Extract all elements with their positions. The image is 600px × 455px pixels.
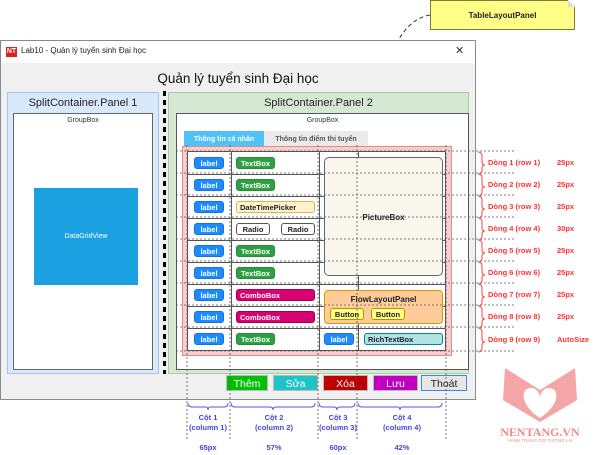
logo-name: NENTANG.VN — [500, 425, 580, 439]
textbox-row-9[interactable]: TextBox — [236, 333, 275, 345]
close-icon[interactable]: ✕ — [455, 45, 465, 57]
label-row-4: label — [194, 223, 224, 235]
column-size: 42% — [394, 443, 410, 452]
label-row-8: label — [194, 311, 224, 323]
flow-button-1[interactable]: Button — [330, 308, 364, 320]
flow-layout-panel: FlowLayoutPanel Button Button — [324, 290, 443, 324]
row-label: Dòng 8 (row 8) — [488, 312, 541, 321]
row-divider — [188, 262, 445, 263]
splitter-handle[interactable] — [163, 91, 166, 374]
row-label: Dòng 6 (row 6) — [488, 268, 541, 277]
column-sub: (column 2) — [255, 423, 293, 432]
row-size: 25px — [557, 158, 575, 167]
row-size: 25px — [557, 312, 575, 321]
split-panel-1: SplitContainer.Panel 1 GroupBox DataGrid… — [7, 92, 159, 374]
window-title: Lab10 - Quản lý tuyển sinh Đại học — [21, 46, 146, 55]
label-row-6: label — [194, 267, 224, 279]
row-divider — [188, 240, 445, 241]
col-divider — [231, 152, 232, 350]
textbox-row-6[interactable]: TextBox — [236, 267, 275, 279]
column-size: 60px — [329, 443, 347, 452]
edit-button[interactable]: Sửa — [273, 375, 318, 391]
label-row-1: label — [194, 157, 224, 169]
col-divider — [319, 152, 320, 350]
row-size: 25px — [557, 180, 575, 189]
logo-tagline: HÀNH TRANG TỚI TƯƠNG LAI — [507, 438, 573, 443]
groupbox-1-title: GroupBox — [67, 117, 99, 124]
column-sub: (column 3) — [319, 423, 357, 432]
callout-fold — [568, 0, 575, 7]
row-divider — [188, 306, 445, 307]
table-layout-panel-callout: TableLayoutPanel — [430, 0, 575, 30]
nentang-logo-icon — [503, 368, 577, 422]
exit-button[interactable]: Thoát — [421, 375, 467, 391]
row-label: Dòng 5 (row 5) — [488, 246, 541, 255]
data-grid-view[interactable]: DataGridView — [34, 188, 138, 285]
datetimepicker[interactable]: DateTimePicker — [236, 201, 315, 213]
tab-personal-info[interactable]: Thông tin cá nhân — [184, 131, 264, 149]
row-label: Dòng 9 (row 9) — [488, 335, 541, 344]
form-title: Quản lý tuyển sinh Đại học — [157, 71, 319, 86]
radio-1[interactable]: Radio — [236, 223, 270, 235]
row-divider — [188, 284, 445, 285]
row-size: 30px — [557, 224, 575, 233]
combobox-row-8[interactable]: ComboBox — [236, 311, 315, 323]
app-icon: NT — [6, 47, 17, 57]
row-divider — [188, 218, 445, 219]
row-size: 25px — [557, 202, 575, 211]
add-button[interactable]: Thêm — [226, 375, 268, 391]
row-size: AutoSize — [557, 335, 590, 344]
label-row-3: label — [194, 201, 224, 213]
label-row-9: label — [194, 333, 224, 345]
textbox-row-2[interactable]: TextBox — [236, 179, 275, 191]
row-label: Dòng 3 (row 3) — [488, 202, 541, 211]
label-row-2: label — [194, 179, 224, 191]
textbox-row-1[interactable]: TextBox — [236, 157, 275, 169]
column-label: Cột 2 — [264, 413, 284, 422]
column-size: 57% — [266, 443, 282, 452]
row-label: Dòng 7 (row 7) — [488, 290, 541, 299]
row-label: Dòng 2 (row 2) — [488, 180, 541, 189]
label-row-7: label — [194, 289, 224, 301]
panel-2-title: SplitContainer.Panel 2 — [264, 97, 373, 109]
picture-box[interactable]: PictureBox — [324, 157, 443, 276]
rich-textbox[interactable]: RichTextBox — [364, 333, 443, 345]
flow-button-2[interactable]: Button — [371, 308, 405, 320]
row-size: 25px — [557, 268, 575, 277]
row-label: Dòng 4 (row 4) — [488, 224, 541, 233]
row-divider — [188, 196, 445, 197]
title-bar: NT Lab10 - Quản lý tuyển sinh Đại học ✕ — [1, 41, 475, 63]
column-label: Cột 4 — [392, 413, 412, 422]
row-label: Dòng 1 (row 1) — [488, 158, 541, 167]
column-sub: (column 1) — [189, 423, 227, 432]
groupbox-2-title: GroupBox — [306, 117, 339, 124]
radio-2[interactable]: Radio — [281, 223, 315, 235]
label-row-5: label — [194, 245, 224, 257]
textbox-row-5[interactable]: TextBox — [236, 245, 275, 257]
column-sub: (column 4) — [383, 423, 421, 432]
save-button[interactable]: Lưu — [373, 375, 418, 391]
row-divider — [188, 328, 445, 329]
row-size: 25px — [557, 246, 575, 255]
label-row-9-col-3: label — [324, 333, 354, 345]
row-size: 25px — [557, 290, 575, 299]
tab-exam-scores[interactable]: Thông tin điểm thi tuyển — [264, 131, 368, 149]
flow-layout-panel-title: FlowLayoutPanel — [350, 295, 417, 304]
column-size: 65px — [199, 443, 217, 452]
combobox-row-7[interactable]: ComboBox — [236, 289, 315, 301]
panel-1-title: SplitContainer.Panel 1 — [28, 97, 138, 109]
row-divider — [188, 174, 445, 175]
column-label: Cột 1 — [198, 413, 218, 422]
groupbox-1: GroupBox DataGridView — [13, 113, 153, 370]
column-label: Cột 3 — [328, 413, 348, 422]
